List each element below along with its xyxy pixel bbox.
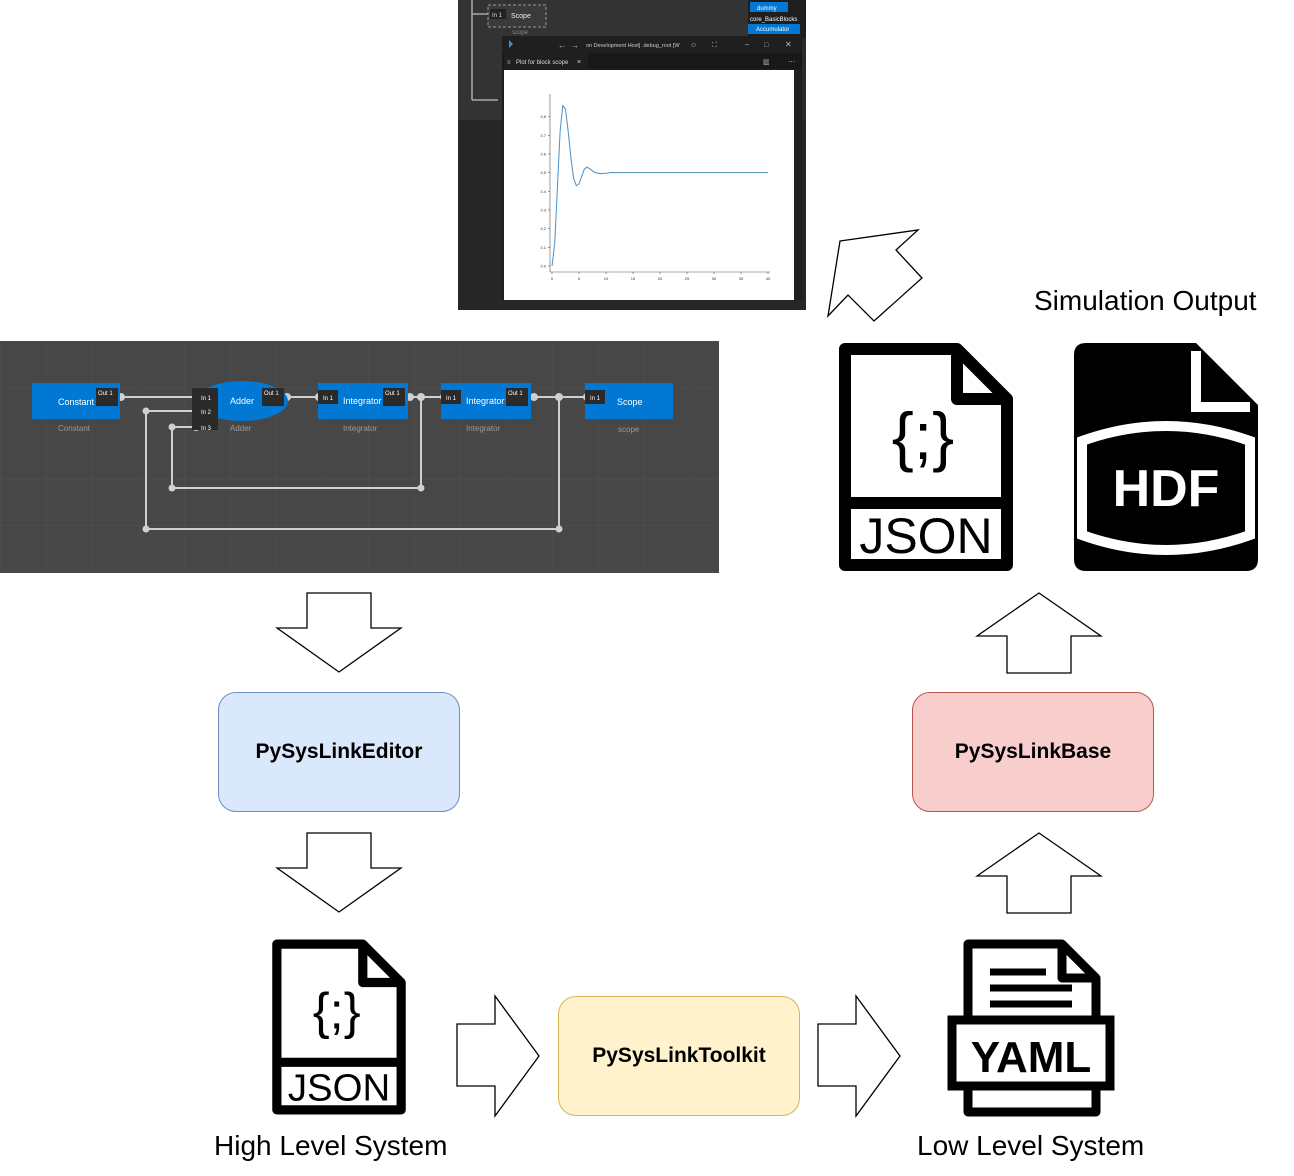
base-box-label: PySysLinkBase <box>954 740 1112 763</box>
block-integrator-1-caption: Integrator <box>343 424 378 433</box>
y-tick-label: 0.7 <box>540 133 546 138</box>
block-scope-in: In 1 <box>590 396 601 402</box>
x-tick-label: 35 <box>739 276 744 281</box>
editor-canvas-svg: Constant Out 1 Constant In 1 In 2 In 3 A… <box>0 341 719 573</box>
output-json-braces: {;} <box>892 399 954 473</box>
tab-menu-icon: ≡ <box>507 60 511 66</box>
vscode-logo-icon <box>509 40 513 48</box>
block-constant-out-port: Out 1 <box>98 391 113 397</box>
line-chart: 0.0 0.1 0.2 0.3 0.4 0.5 0.6 0.7 0.8 0 5 10 15 20 25 30 3… <box>540 94 771 281</box>
block-integrator-1-in: In 1 <box>323 396 334 402</box>
x-tick-label: 25 <box>685 276 690 281</box>
block-constant-label: Constant <box>58 397 95 407</box>
output-json-text: JSON <box>859 508 992 564</box>
arrow-diagonal <box>827 229 923 322</box>
tab-close-icon[interactable]: × <box>577 59 581 66</box>
block-adder-in1: In 1 <box>201 396 212 402</box>
x-tick-label: 20 <box>658 276 663 281</box>
plot-screenshot: In 1 Scope scope dummy core_BasicBlocks … <box>458 0 806 310</box>
arrow-down-1 <box>275 592 403 673</box>
editor-canvas: Constant Out 1 Constant In 1 In 2 In 3 A… <box>0 341 719 573</box>
block-adder[interactable]: In 1 In 2 In 3 Adder Out 1 Adder <box>192 381 288 433</box>
json-file-text: JSON <box>288 1067 390 1110</box>
block-scope[interactable]: In 1 Scope scope <box>585 383 673 434</box>
scope-caption: scope <box>512 30 529 36</box>
y-tick-label: 0.5 <box>540 170 546 175</box>
block-adder-caption: Adder <box>230 424 252 433</box>
scope-port-label: In 1 <box>492 13 503 19</box>
block-integrator-1[interactable]: In 1 Integrator Out 1 Integrator <box>318 383 408 433</box>
hdf-file-text: HDF <box>1113 460 1220 518</box>
block-integrator-1-out: Out 1 <box>385 391 400 397</box>
yaml-file-text: YAML <box>971 1033 1092 1082</box>
x-tick-label: 0 <box>551 276 554 281</box>
x-tick-label: 15 <box>631 276 636 281</box>
y-tick-label: 0.3 <box>540 208 546 213</box>
block-integrator-1-label: Integrator <box>343 396 382 406</box>
block-constant[interactable]: Constant Out 1 Constant <box>32 383 120 433</box>
sim-output-caption: Simulation Output <box>1034 285 1257 316</box>
window-title: on Development Host] .debug_root [W <box>586 43 680 49</box>
split-editor-icon[interactable]: ▥ <box>763 59 770 66</box>
tab-plot-label[interactable]: Plot for block scope <box>516 60 569 66</box>
y-tick-label: 0.2 <box>540 226 546 231</box>
y-tick-label: 0.6 <box>540 152 546 157</box>
layout-icon[interactable]: ⛶ <box>712 41 717 49</box>
block-constant-caption: Constant <box>58 424 91 433</box>
copilot-icon[interactable]: ☺ <box>690 42 697 49</box>
more-actions-icon[interactable]: ⋯ <box>788 59 795 66</box>
arrow-right-2 <box>817 994 901 1118</box>
block-scope-caption: scope <box>618 425 640 434</box>
x-tick-label: 30 <box>712 276 717 281</box>
x-tick-label: 5 <box>578 276 581 281</box>
block-adder-in3: In 3 <box>201 426 212 432</box>
plot-canvas <box>504 70 794 300</box>
block-integrator-2-label: Integrator <box>466 396 505 406</box>
forward-arrow-icon[interactable]: → <box>571 41 579 50</box>
block-adder-out-port: Out 1 <box>264 391 279 397</box>
block-integrator-2[interactable]: In 1 Integrator Out 1 Integrator <box>441 383 531 433</box>
block-integrator-2-caption: Integrator <box>466 424 501 433</box>
base-box: PySysLinkBase <box>912 692 1154 812</box>
block-adder-label: Adder <box>230 396 254 406</box>
y-tick-label: 0.1 <box>540 245 546 250</box>
toolkit-box-label: PySysLinkToolkit <box>592 1044 766 1067</box>
y-tick-label: 0.8 <box>540 114 546 119</box>
arrow-down-2 <box>275 832 403 913</box>
block-scope-label: Scope <box>617 397 643 407</box>
back-arrow-icon[interactable]: ← <box>558 41 566 50</box>
arrow-up-1 <box>975 592 1103 674</box>
json-file-braces: {;} <box>313 983 361 1040</box>
block-integrator-2-in: In 1 <box>446 396 457 402</box>
editor-box: PySysLinkEditor <box>218 692 460 812</box>
block-integrator-2-out: Out 1 <box>508 391 523 397</box>
high-level-caption: High Level System <box>214 1130 448 1161</box>
y-tick-label: 0.0 <box>540 264 546 269</box>
arrow-right-1 <box>456 994 540 1118</box>
side-item-1[interactable]: core_BasicBlocks <box>750 17 797 23</box>
scope-block-label: Scope <box>511 13 531 20</box>
y-tick-label: 0.4 <box>540 189 546 194</box>
yaml-file-icon: YAML <box>947 939 1115 1117</box>
x-tick-label: 10 <box>604 276 609 281</box>
x-tick-label: 40 <box>766 276 771 281</box>
low-level-caption: Low Level System <box>917 1130 1145 1161</box>
side-item-2[interactable]: Accumulator <box>756 27 789 33</box>
json-file-icon: {;} JSON <box>272 939 406 1115</box>
series-line-0 <box>551 104 768 267</box>
editor-box-label: PySysLinkEditor <box>255 740 423 763</box>
minimize-icon[interactable]: – <box>745 40 750 49</box>
close-window-icon[interactable]: ✕ <box>785 40 792 49</box>
toolkit-box: PySysLinkToolkit <box>558 996 800 1116</box>
maximize-icon[interactable]: □ <box>764 42 769 49</box>
hdf-file-icon: HDF <box>1074 343 1258 571</box>
block-adder-in2: In 2 <box>201 410 212 416</box>
side-item-0[interactable]: dummy <box>757 6 777 12</box>
arrow-up-2 <box>975 832 1103 914</box>
plot-screenshot-svg: In 1 Scope scope dummy core_BasicBlocks … <box>458 0 806 310</box>
output-json-file-icon: {;} JSON <box>839 343 1013 571</box>
